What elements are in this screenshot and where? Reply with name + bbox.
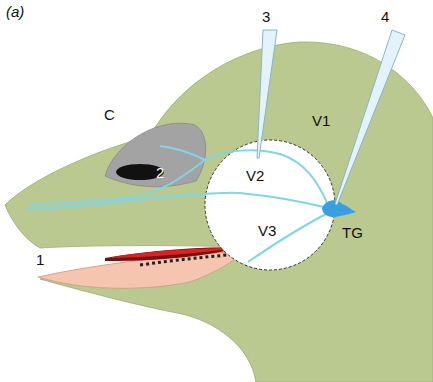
- callout-label: 4: [381, 8, 389, 25]
- head-shape: [5, 42, 433, 382]
- callout-label: V3: [258, 222, 276, 239]
- pipette: [335, 30, 405, 205]
- callout-label: 1: [36, 251, 44, 268]
- cere: [105, 123, 206, 187]
- pipette: [257, 30, 277, 158]
- nostril: [116, 164, 164, 180]
- nerve-branch: [248, 214, 326, 262]
- callout-label: 3: [262, 8, 270, 25]
- trigeminal-ganglion: [322, 200, 356, 217]
- callout-label: V1: [312, 112, 330, 129]
- callout-label: V2: [246, 167, 264, 184]
- trigeminal-nerve: [25, 146, 328, 262]
- nerve-branch: [160, 146, 205, 160]
- panel-label: (a): [6, 3, 24, 20]
- tooth-edge: [140, 254, 238, 265]
- nerve-branch: [25, 193, 328, 210]
- callout-label: C: [104, 106, 115, 123]
- callout-label: 2: [156, 164, 164, 181]
- callout-label: TG: [342, 224, 363, 241]
